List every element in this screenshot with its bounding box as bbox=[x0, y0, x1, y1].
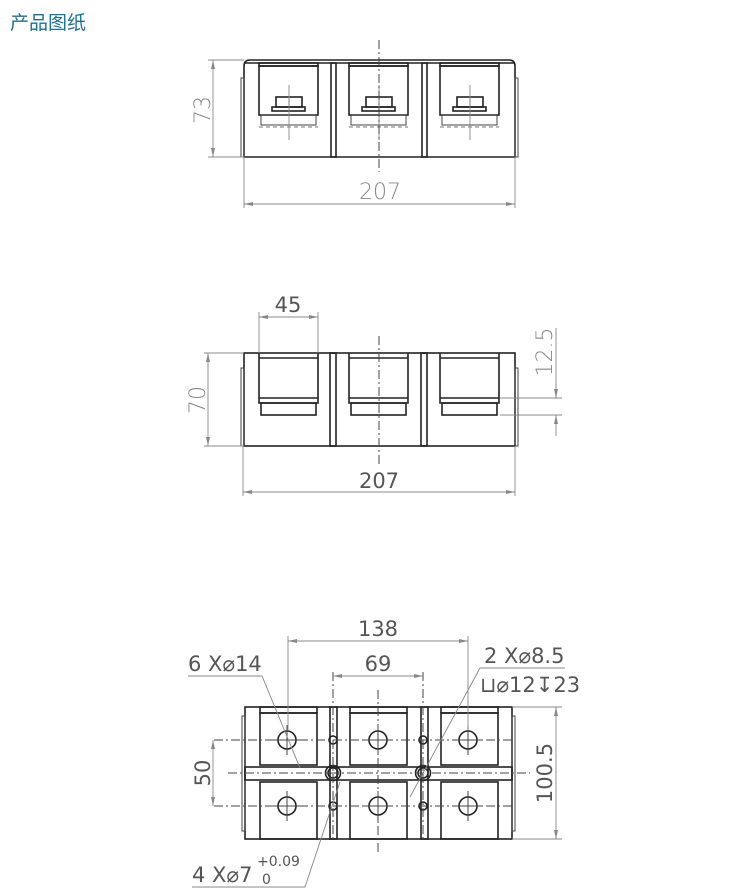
dim-text-207-top: 207 bbox=[359, 180, 401, 205]
callout-text-counterbore: ⊔⌀12↧23 bbox=[480, 673, 580, 697]
callout-big-holes: 6 X⌀14 bbox=[188, 652, 301, 769]
tolerance-upper: +0.09 bbox=[257, 854, 300, 870]
front-view: 45 70 207 12.5 bbox=[186, 293, 562, 496]
dim-text-138: 138 bbox=[358, 617, 398, 641]
dimension-step-12-5: 12.5 bbox=[500, 328, 562, 436]
dimension-100-5: 100.5 bbox=[512, 706, 562, 840]
callout-text-6x14: 6 X⌀14 bbox=[188, 652, 262, 676]
dim-text-73: 73 bbox=[191, 96, 216, 124]
terminal-pockets-top bbox=[258, 62, 500, 141]
dimension-50: 50 bbox=[191, 740, 215, 806]
terminal-pockets-front bbox=[258, 352, 500, 416]
callout-pin-holes: 4 X⌀7 +0.09 0 bbox=[192, 781, 341, 888]
page-title: 产品图纸 bbox=[10, 12, 87, 34]
tolerance-lower: 0 bbox=[262, 872, 271, 888]
dimension-pocket-45: 45 bbox=[258, 293, 319, 353]
dim-text-69: 69 bbox=[365, 652, 392, 676]
callout-text-2x8-5: 2 X⌀8.5 bbox=[484, 644, 564, 668]
dimension-69: 69 bbox=[333, 652, 423, 678]
dim-text-70: 70 bbox=[186, 386, 211, 414]
dimension-width-207-front: 207 bbox=[242, 446, 516, 496]
dimension-138: 138 bbox=[287, 617, 469, 730]
callout-text-4x7: 4 X⌀7 bbox=[192, 863, 252, 887]
dimension-width-207-top: 207 bbox=[243, 157, 516, 208]
dim-text-45: 45 bbox=[275, 293, 302, 317]
dim-text-207-front: 207 bbox=[359, 469, 399, 493]
dimension-height-73: 73 bbox=[191, 59, 244, 158]
dim-text-100-5: 100.5 bbox=[533, 743, 557, 803]
dim-text-50: 50 bbox=[191, 760, 215, 787]
bottom-view: 138 69 50 100.5 6 X⌀14 2 X⌀8.5 ⊔⌀12↧23 bbox=[188, 617, 580, 888]
cells bbox=[259, 706, 499, 840]
top-view: 73 207 bbox=[191, 40, 519, 208]
callout-mount-holes: 2 X⌀8.5 ⊔⌀12↧23 bbox=[409, 644, 580, 798]
dimension-height-70: 70 bbox=[186, 352, 244, 447]
dim-text-12-5: 12.5 bbox=[533, 328, 558, 377]
